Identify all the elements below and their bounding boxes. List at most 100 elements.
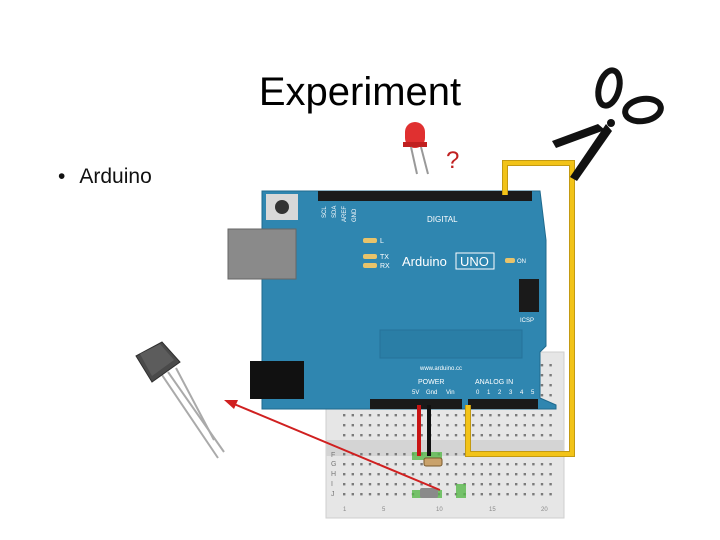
usb-connector bbox=[228, 229, 296, 279]
breadboard-hole bbox=[455, 473, 457, 475]
breadboard-hole bbox=[377, 473, 379, 475]
breadboard-hole bbox=[420, 473, 422, 475]
breadboard-hole bbox=[438, 483, 440, 485]
power-jack bbox=[250, 361, 304, 399]
icsp-label: ICSP bbox=[520, 318, 534, 324]
resistor bbox=[424, 458, 442, 466]
breadboard-hole bbox=[360, 414, 362, 416]
breadboard-row-label: G bbox=[331, 461, 336, 468]
breadboard-hole bbox=[369, 473, 371, 475]
breadboard-hole bbox=[532, 483, 534, 485]
breadboard-hole bbox=[541, 483, 543, 485]
breadboard-hole bbox=[403, 483, 405, 485]
highlighted-holes bbox=[456, 484, 466, 498]
sensor-component bbox=[420, 488, 438, 498]
breadboard-hole bbox=[343, 493, 345, 495]
breadboard-row-label: F bbox=[331, 452, 335, 459]
breadboard-hole bbox=[403, 414, 405, 416]
breadboard-hole bbox=[369, 463, 371, 465]
breadboard-hole bbox=[541, 424, 543, 426]
breadboard-hole bbox=[369, 424, 371, 426]
breadboard-hole bbox=[360, 463, 362, 465]
pin-label: GND bbox=[352, 208, 358, 222]
breadboard-hole bbox=[352, 473, 354, 475]
breadboard-hole bbox=[541, 374, 543, 376]
breadboard-hole bbox=[541, 473, 543, 475]
breadboard-hole bbox=[360, 473, 362, 475]
breadboard-hole bbox=[481, 483, 483, 485]
breadboard-hole bbox=[498, 463, 500, 465]
transistor-sensor-icon bbox=[136, 342, 224, 458]
power-label: POWER bbox=[418, 379, 444, 386]
breadboard-hole bbox=[481, 414, 483, 416]
breadboard-hole bbox=[489, 463, 491, 465]
breadboard-hole bbox=[343, 424, 345, 426]
breadboard-hole bbox=[506, 473, 508, 475]
breadboard-hole bbox=[455, 453, 457, 455]
breadboard-hole bbox=[386, 424, 388, 426]
breadboard-column-number: 20 bbox=[541, 507, 548, 513]
breadboard-hole bbox=[386, 463, 388, 465]
breadboard-hole bbox=[360, 434, 362, 436]
breadboard-hole bbox=[489, 483, 491, 485]
breadboard-hole bbox=[515, 463, 517, 465]
breadboard-hole bbox=[446, 473, 448, 475]
breadboard-hole bbox=[412, 424, 414, 426]
power-pin-label: Vin bbox=[446, 390, 455, 396]
breadboard-hole bbox=[395, 414, 397, 416]
breadboard-hole bbox=[369, 434, 371, 436]
breadboard-hole bbox=[524, 483, 526, 485]
breadboard-hole bbox=[360, 453, 362, 455]
breadboard-hole bbox=[412, 434, 414, 436]
breadboard-hole bbox=[360, 424, 362, 426]
breadboard-hole bbox=[352, 483, 354, 485]
pin-label: SCL bbox=[322, 206, 328, 218]
breadboard-hole bbox=[472, 473, 474, 475]
breadboard-hole bbox=[438, 414, 440, 416]
digital-label: DIGITAL bbox=[427, 215, 458, 224]
breadboard-hole bbox=[489, 434, 491, 436]
breadboard-hole bbox=[498, 424, 500, 426]
breadboard-row-label: J bbox=[331, 491, 335, 498]
breadboard-hole bbox=[515, 483, 517, 485]
breadboard-hole bbox=[463, 463, 465, 465]
breadboard-hole bbox=[481, 434, 483, 436]
breadboard-row-label: H bbox=[331, 471, 336, 478]
microcontroller-chip bbox=[380, 330, 522, 358]
breadboard-column-number: 10 bbox=[436, 507, 443, 513]
breadboard-hole bbox=[386, 414, 388, 416]
breadboard-hole bbox=[481, 424, 483, 426]
breadboard-hole bbox=[532, 463, 534, 465]
breadboard-hole bbox=[395, 424, 397, 426]
breadboard-hole bbox=[506, 434, 508, 436]
breadboard-hole bbox=[472, 414, 474, 416]
breadboard-hole bbox=[532, 424, 534, 426]
breadboard-hole bbox=[343, 453, 345, 455]
breadboard-hole bbox=[343, 483, 345, 485]
website-label: www.arduino.cc bbox=[419, 366, 462, 372]
breadboard-hole bbox=[524, 424, 526, 426]
breadboard-hole bbox=[549, 384, 551, 386]
breadboard-hole bbox=[472, 463, 474, 465]
analog-label: ANALOG IN bbox=[475, 379, 513, 386]
breadboard-hole bbox=[352, 424, 354, 426]
breadboard-hole bbox=[472, 493, 474, 495]
breadboard-hole bbox=[412, 463, 414, 465]
breadboard-hole bbox=[541, 493, 543, 495]
breadboard-hole bbox=[489, 473, 491, 475]
breadboard-hole bbox=[532, 414, 534, 416]
breadboard-hole bbox=[532, 434, 534, 436]
breadboard-hole bbox=[386, 453, 388, 455]
breadboard-hole bbox=[498, 473, 500, 475]
breadboard-hole bbox=[386, 473, 388, 475]
led-icon bbox=[403, 122, 428, 174]
breadboard-hole bbox=[446, 414, 448, 416]
board-led bbox=[505, 258, 515, 263]
breadboard-hole bbox=[412, 483, 414, 485]
breadboard-hole bbox=[403, 453, 405, 455]
breadboard-hole bbox=[377, 424, 379, 426]
icsp-header bbox=[519, 279, 539, 312]
breadboard-hole bbox=[446, 434, 448, 436]
breadboard-hole bbox=[455, 424, 457, 426]
